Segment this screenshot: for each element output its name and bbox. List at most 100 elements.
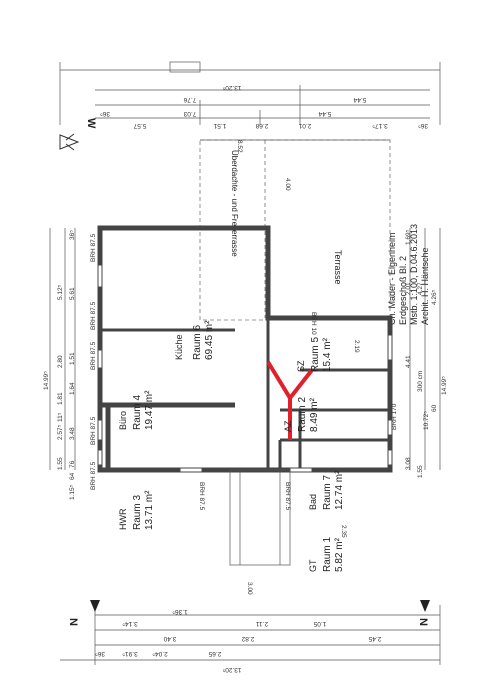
dim-top-7: 3.17⁵ (372, 122, 388, 129)
dim-left-3: 2.80 (57, 355, 64, 368)
brh-label-6: BRH 87.5 (198, 482, 205, 511)
dim-top-10: 2.68 (255, 122, 268, 129)
dim-left-13: 1.15⁵ (69, 484, 76, 500)
dim-bottom-6: 2.45 (368, 635, 381, 642)
dim-right-1: 1.69⁵ (405, 229, 412, 245)
terrace-roof-label: Überdachte - und Freiterrasse (230, 150, 239, 257)
brh-label-4: BRH 87.5 (90, 416, 97, 445)
dim-bottom-12: 1.36⁵ (172, 608, 188, 615)
dim-left-7: 3.48 (69, 427, 76, 440)
room-hwr: HWR Raum 3 13.71 m² (118, 490, 155, 530)
dim-bottom-9: 3.14⁵ (122, 620, 138, 627)
bottom-dimension-lines (60, 605, 441, 665)
room-az-area: 8.49 m² (309, 397, 320, 432)
dim-right-10: 1.55 (417, 465, 424, 478)
dim-left-1: 5.12⁵ (57, 284, 64, 300)
windows (97, 264, 393, 473)
dim-right-6: 300 cm (417, 371, 424, 392)
north-arrow-right (420, 600, 430, 612)
room-sz-area: 15.4 m² (322, 337, 333, 372)
compass-n-right-label: N (417, 618, 429, 626)
dim-left-4: 1.51 (69, 352, 76, 365)
room-az: AZ Raum 2 8.49 m² (283, 397, 320, 432)
room-buero-raum: Raum 4 (132, 395, 143, 430)
room-bad-raum: Raum 7 (322, 475, 333, 510)
compass-west (59, 133, 80, 151)
room-bad-area: 12.74 m² (334, 470, 345, 510)
room-buero: Büro Raum 4 19.47 m² (118, 390, 155, 430)
dim-bottom-7: 2.11 (256, 620, 269, 627)
right-dimension-lines (409, 228, 441, 470)
dim-misc-2: 8.52 (236, 140, 243, 153)
dim-top-5: 5.44 (318, 110, 331, 117)
top-dimension-lines (59, 61, 441, 125)
dim-left-6: 1.81 (57, 392, 64, 405)
dim-bottom-3: 2.65 (208, 650, 221, 657)
dim-bottom-10: 2.04⁵ (152, 650, 168, 657)
dim-left-12: 64 (69, 472, 76, 480)
dim-top-12: 36⁵ (418, 122, 428, 129)
dim-bottom-total: 13.20⁵ (222, 666, 241, 673)
dim-misc-1: 4.00 (284, 178, 291, 191)
dim-left-2: 5.61 (69, 287, 76, 300)
dim-left-10: 1.55 (57, 457, 64, 470)
room-sz-raum: Raum 5 (310, 337, 321, 372)
dim-misc-5: 2.19 (353, 340, 360, 353)
dim-right-3: 4.27 (417, 282, 424, 295)
dim-right-total: 14.99⁵ (441, 376, 448, 395)
dim-left-9: 11⁵ (57, 412, 64, 422)
dim-left-11: 76 (69, 460, 76, 468)
brh-label-8: BRH 170 (391, 403, 398, 430)
room-az-raum: Raum 2 (297, 397, 308, 432)
dim-right-8: 10.72⁵ (423, 411, 430, 430)
brh-label-2: BRH 87.5 (90, 301, 97, 330)
room-az-name: AZ (283, 420, 293, 432)
dim-left-5: 1.64 (69, 382, 76, 395)
room-gt: GT Raum 1 5.82 m² (308, 537, 345, 572)
room-kueche-raum: Raum 6 (192, 325, 203, 360)
room-sz-name: SZ (296, 360, 306, 372)
dim-bottom-2: 3.91⁵ (122, 650, 138, 657)
dim-right-9: 3.08 (405, 457, 412, 470)
dim-top-9: 1.51 (213, 122, 226, 129)
title-line-3: Mstb. 1:100, D.04.6.2013 (409, 224, 419, 325)
room-buero-area: 19.47 m² (144, 390, 155, 430)
dim-right-5: 4.41 (405, 355, 412, 368)
dim-right-2: 2.01 (405, 282, 412, 295)
dim-misc-3: 2.35 (340, 525, 347, 538)
dim-top-2: 7.76 (183, 96, 196, 103)
dim-top-3: 5.44 (353, 96, 366, 103)
room-gt-name: GT (308, 559, 318, 572)
brh-label-3: BRH 87.5 (90, 341, 97, 370)
room-buero-name: Büro (118, 411, 128, 430)
dim-bottom-4: 2.82 (241, 635, 254, 642)
brh-label-7: BRH 10 (310, 312, 317, 335)
dim-left-8: 2.57⁵ (57, 424, 64, 440)
dim-bottom-8: 1.05 (313, 620, 326, 627)
room-sz: SZ Raum 5 15.4 m² (296, 337, 333, 372)
house-walls (97, 225, 393, 473)
room-gt-area: 5.82 m² (334, 537, 345, 572)
room-hwr-area: 13.71 m² (144, 490, 155, 530)
room-gt-raum: Raum 1 (322, 537, 333, 572)
room-kueche: Küche Raum 6 69.45 m² (174, 320, 215, 360)
dim-left-14: 36⁵ (69, 230, 76, 240)
dim-top-6: 5.57 (133, 122, 146, 129)
room-hwr-raum: Raum 3 (132, 495, 143, 530)
compass-w-label: W (85, 118, 97, 129)
dim-top-total: 13.20⁵ (222, 84, 241, 91)
brh-label-1: BRH 87.5 (90, 233, 97, 262)
dim-left-total: 14.99⁵ (43, 371, 50, 390)
dim-right-7: 60 (431, 404, 438, 412)
highlighted-walls (266, 360, 314, 440)
dim-bottom-11: 36⁵ (95, 650, 105, 657)
title-line-1: Ch. Mader - Eigenheim (387, 232, 397, 325)
left-dimension-lines (49, 228, 76, 470)
room-bad: Bad Raum 7 12.74 m² (308, 470, 345, 510)
dim-misc-4: 3.00 (246, 582, 253, 595)
room-hwr-name: HWR (118, 508, 128, 530)
dim-bottom-5: 3.40 (163, 635, 176, 642)
dim-right-4: 4.26⁵ (431, 289, 438, 305)
title-line-2: Erdgeschoß Bl. 2 (398, 256, 408, 325)
